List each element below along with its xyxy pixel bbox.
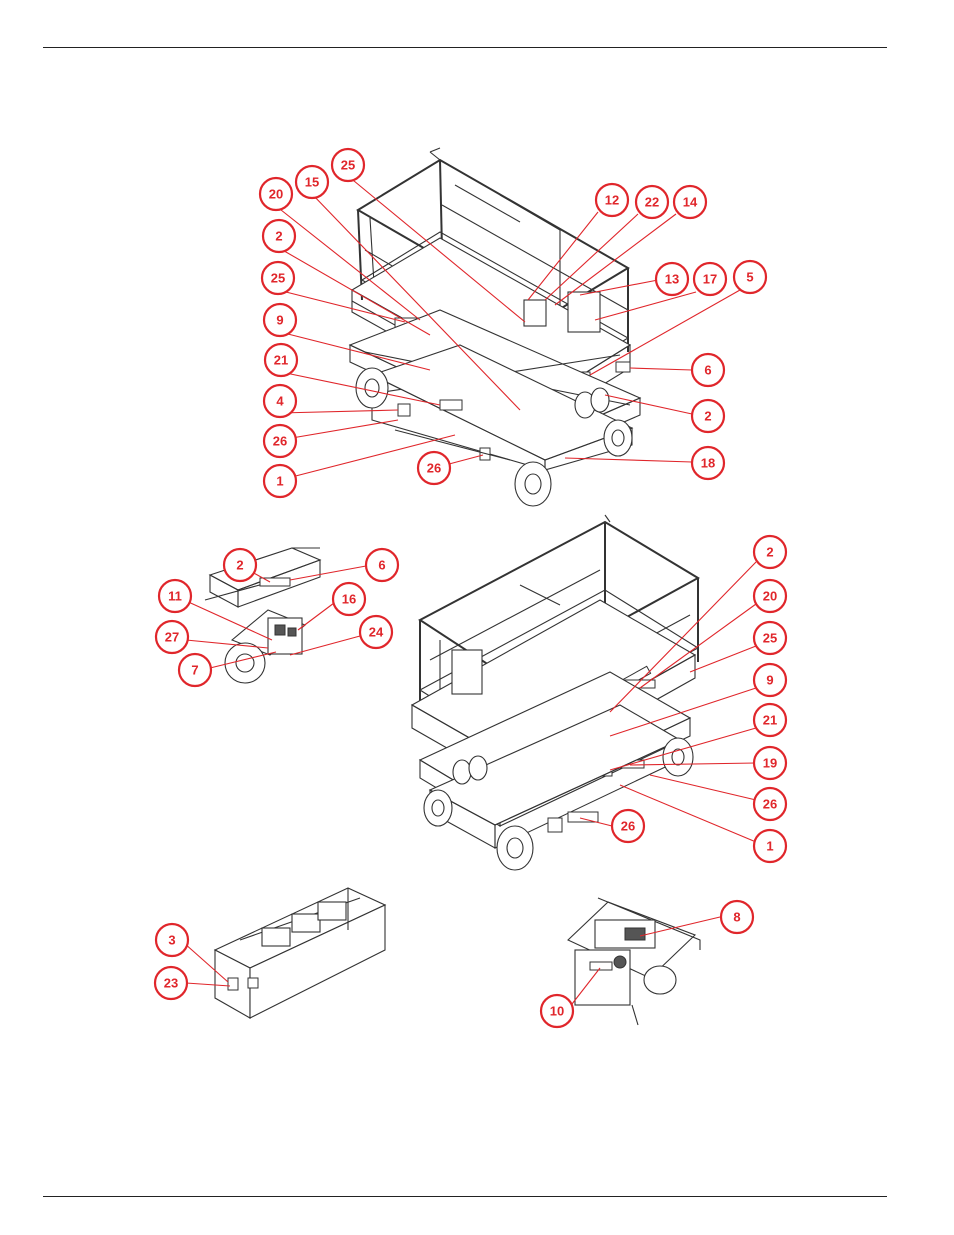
callout-bubble: 9 (752, 662, 788, 698)
callout-bubble: 6 (364, 547, 400, 583)
callout-number: 18 (701, 456, 715, 471)
callout-bubble: 2 (261, 218, 297, 254)
callout-bubble: 16 (331, 581, 367, 617)
battery-tray-detail (213, 887, 387, 1019)
callout-number: 15 (305, 175, 319, 190)
callout-number: 25 (341, 158, 355, 173)
callout-bubble: 20 (752, 578, 788, 614)
callout-bubble: 18 (690, 445, 726, 481)
callout-bubble: 24 (358, 614, 394, 650)
callout-bubble: 15 (294, 164, 330, 200)
callout-bubble: 22 (634, 184, 670, 220)
callout-number: 16 (342, 592, 356, 607)
callout-bubble: 10 (539, 993, 575, 1029)
footer-rule (43, 1196, 887, 1197)
callout-bubble: 2 (690, 398, 726, 434)
callout-number: 26 (763, 797, 777, 812)
callout-bubble: 7 (177, 652, 213, 688)
callout-number: 1 (276, 474, 283, 489)
callout-bubble: 27 (154, 619, 190, 655)
callout-number: 27 (165, 630, 179, 645)
callout-bubble: 23 (153, 965, 189, 1001)
callout-number: 20 (763, 589, 777, 604)
callout-number: 2 (766, 545, 773, 560)
callout-number: 13 (665, 272, 679, 287)
callout-bubble: 13 (654, 261, 690, 297)
callout-bubble: 17 (692, 261, 728, 297)
callout-bubble: 25 (752, 620, 788, 656)
callout-number: 11 (168, 589, 182, 604)
callout-number: 22 (645, 195, 659, 210)
callout-bubble: 26 (416, 450, 452, 486)
callout-number: 5 (746, 270, 753, 285)
callout-bubble: 26 (610, 808, 646, 844)
callout-bubble: 21 (752, 702, 788, 738)
callout-number: 2 (236, 558, 243, 573)
callout-bubble: 14 (672, 184, 708, 220)
callout-number: 26 (621, 819, 635, 834)
callout-number: 6 (378, 558, 385, 573)
callout-number: 25 (763, 631, 777, 646)
callout-number: 17 (703, 272, 717, 287)
callout-number: 26 (273, 434, 287, 449)
callout-bubble: 3 (154, 922, 190, 958)
callout-number: 10 (550, 1004, 564, 1019)
scissor-lift-front-view (348, 147, 642, 507)
callout-number: 19 (763, 756, 777, 771)
scissor-lift-rear-view (410, 514, 701, 871)
callout-number: 21 (763, 713, 777, 728)
callout-bubble: 4 (262, 383, 298, 419)
callout-bubble: 21 (263, 342, 299, 378)
callout-number: 2 (275, 229, 282, 244)
callout-bubble: 5 (732, 259, 768, 295)
callout-number: 14 (683, 195, 698, 210)
callout-bubble: 9 (262, 302, 298, 338)
callout-number: 26 (427, 461, 441, 476)
callout-bubble: 8 (719, 899, 755, 935)
callout-bubble: 25 (260, 260, 296, 296)
callout-number: 3 (168, 933, 175, 948)
callout-bubble: 26 (262, 423, 298, 459)
callout-bubble: 19 (752, 745, 788, 781)
callout-number: 6 (704, 363, 711, 378)
hydraulic-tray-detail (567, 897, 701, 1026)
callout-number: 1 (766, 839, 773, 854)
callout-bubble: 25 (330, 147, 366, 183)
header-rule (43, 47, 887, 48)
callout-number: 4 (276, 394, 284, 409)
callout-bubble: 2 (222, 547, 258, 583)
callout-number: 20 (269, 187, 283, 202)
callout-bubble: 6 (690, 352, 726, 388)
callout-number: 12 (605, 193, 619, 208)
callout-number: 2 (704, 409, 711, 424)
callout-bubble: 1 (752, 828, 788, 864)
callout-number: 9 (766, 673, 773, 688)
callout-number: 21 (274, 353, 288, 368)
callout-number: 25 (271, 271, 285, 286)
callouts: 25 15 20 2 25 9 21 4 26 1 26 12 22 14 13… (153, 147, 788, 1029)
callout-bubble: 1 (262, 463, 298, 499)
callout-number: 24 (369, 625, 384, 640)
callout-number: 8 (733, 910, 740, 925)
callout-bubble: 11 (157, 578, 193, 614)
callout-number: 23 (164, 976, 178, 991)
platform-extension-detail (204, 547, 322, 684)
callout-bubble: 20 (258, 176, 294, 212)
callout-number: 9 (276, 313, 283, 328)
callout-number: 7 (191, 663, 198, 678)
callout-bubble: 26 (752, 786, 788, 822)
callout-bubble: 2 (752, 534, 788, 570)
callout-bubble: 12 (594, 182, 630, 218)
